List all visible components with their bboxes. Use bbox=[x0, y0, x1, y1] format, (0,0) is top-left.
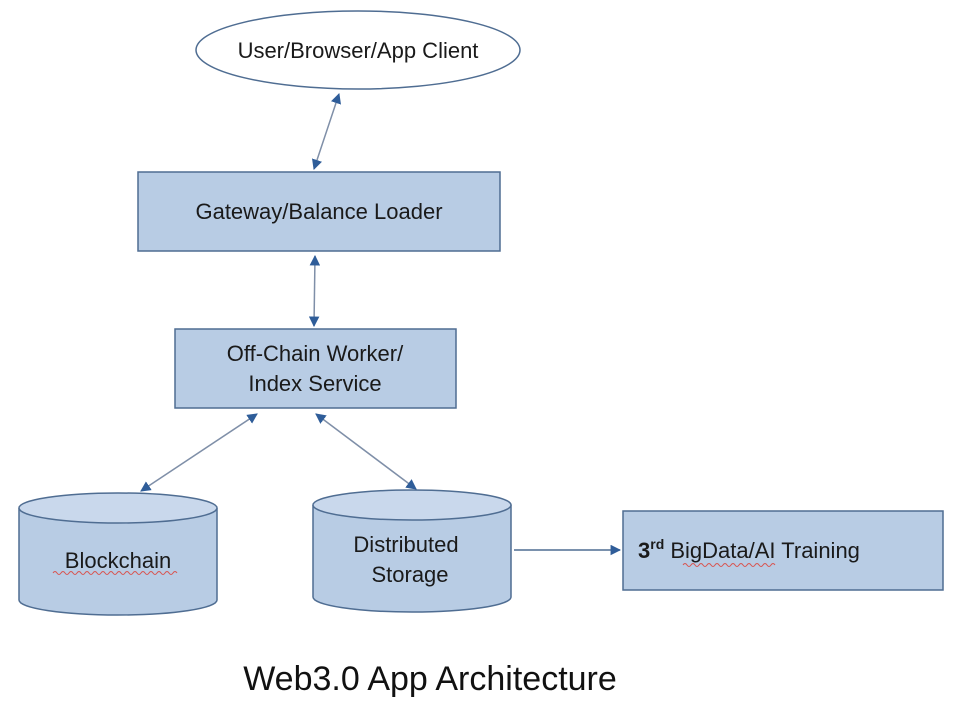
bigdata-label: 3rd BigData/AI Training bbox=[638, 536, 860, 563]
bigdata-text: BigData/AI Training bbox=[664, 538, 860, 563]
bigdata-prefix: 3 bbox=[638, 538, 650, 563]
blockchain-label: Blockchain bbox=[65, 548, 171, 573]
offchain-label-line1: Off-Chain Worker/ bbox=[227, 341, 404, 366]
blockchain-cylinder-top bbox=[18, 492, 218, 524]
spellcheck-underline bbox=[682, 563, 776, 567]
storage-cylinder-top bbox=[312, 489, 512, 521]
bigdata-superscript: rd bbox=[650, 536, 664, 552]
client-ellipse bbox=[195, 10, 521, 90]
storage-cylinder-body bbox=[312, 505, 512, 613]
gateway-node: Gateway/Balance Loader bbox=[137, 171, 501, 252]
edge-client-gateway bbox=[312, 93, 341, 170]
offchain-label-line2: Index Service bbox=[248, 371, 381, 396]
edge-offchain-storage bbox=[315, 413, 417, 490]
gateway-label: Gateway/Balance Loader bbox=[195, 199, 442, 224]
storage-label-line2: Storage bbox=[371, 562, 448, 587]
bigdata-node: 3rd BigData/AI Training bbox=[622, 510, 944, 591]
blockchain-cylinder-body bbox=[18, 508, 218, 616]
storage-node: Distributed Storage bbox=[312, 489, 512, 613]
gateway-box bbox=[137, 171, 501, 252]
spellcheck-underline bbox=[52, 571, 178, 575]
offchain-box bbox=[174, 328, 457, 409]
diagram-title: Web3.0 App Architecture bbox=[243, 660, 617, 698]
client-label: User/Browser/App Client bbox=[238, 38, 479, 63]
bigdata-box bbox=[622, 510, 944, 591]
offchain-node: Off-Chain Worker/ Index Service bbox=[174, 328, 457, 409]
client-node: User/Browser/App Client bbox=[195, 10, 521, 90]
edge-offchain-blockchain bbox=[140, 413, 258, 492]
blockchain-node: Blockchain bbox=[18, 492, 218, 616]
storage-label-line1: Distributed bbox=[353, 532, 458, 557]
edge-gateway-offchain bbox=[308, 254, 321, 328]
